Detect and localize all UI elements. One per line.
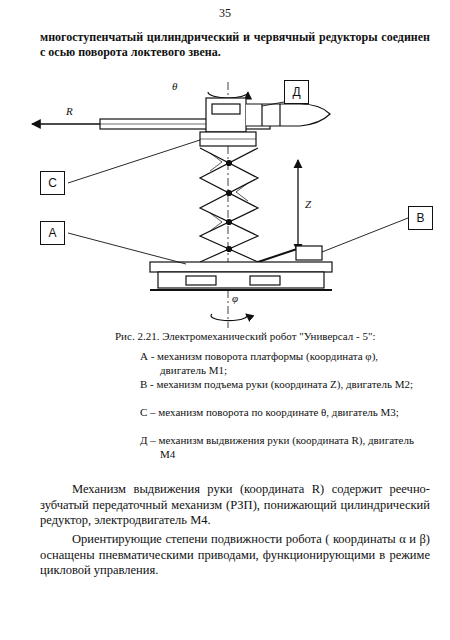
axis-label: Z [305, 198, 325, 212]
page-number: 35 [205, 6, 245, 21]
callout-box: С [40, 171, 65, 195]
paragraph: многоступенчатый цилиндрический и червяч… [40, 30, 430, 60]
legend-item: Д – механизм выдвижения руки (координата… [140, 434, 420, 462]
callout-letter: Д [292, 85, 300, 99]
figure-caption: Рис. 2.21. Электромеханический робот "Ун… [115, 330, 435, 344]
paragraph: Ориентирующие степени подвижности робота… [40, 532, 430, 579]
callout-letter: С [48, 176, 57, 190]
axis-label: φ [232, 292, 252, 306]
legend-item: С – механизм поворота по координате θ, д… [140, 406, 420, 420]
axis-label: θ [172, 80, 192, 94]
legend-item: В - механизм подъема руки (координата Z)… [140, 378, 420, 392]
callout-letter: А [48, 226, 56, 240]
legend-item: А - механизм поворота платформы (координ… [140, 350, 420, 378]
callout-letter: В [416, 211, 424, 225]
paragraph: Механизм выдвижения руки (координата R) … [40, 482, 430, 529]
callout-box: Д [284, 80, 309, 104]
callout-box: В [408, 206, 433, 230]
callout-box: А [40, 221, 65, 245]
axis-label: R [66, 105, 86, 119]
